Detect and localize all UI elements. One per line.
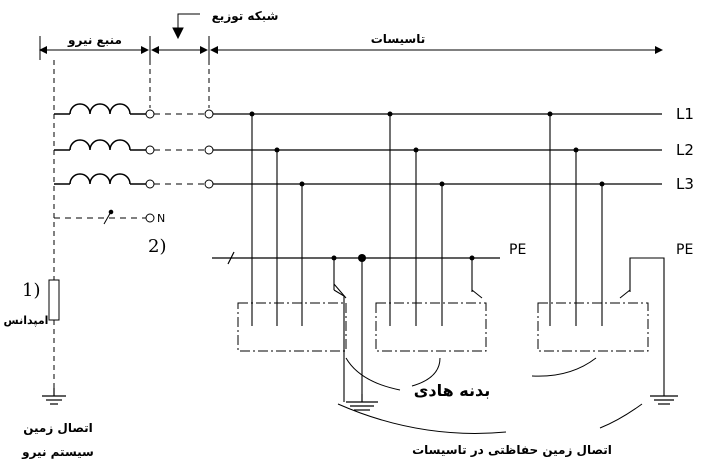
coil-l2 — [69, 139, 131, 151]
neutral-switch — [103, 209, 114, 225]
equipment-earth-icon-2 — [650, 395, 678, 405]
distribution-pointer — [177, 13, 200, 30]
system-earth-label-1: اتصال زمین — [23, 421, 93, 435]
dimension-bars — [39, 13, 663, 60]
note-1-marker: 1) — [22, 280, 40, 301]
enclosure-2 — [375, 302, 487, 352]
equipment-3-wiring — [549, 114, 665, 396]
source-windings — [54, 103, 146, 185]
installations-label: تاسیسات — [371, 32, 426, 46]
conductor-l1-label: L1 — [676, 105, 694, 123]
enclosure-3 — [537, 302, 649, 352]
note-2-marker: 2) — [148, 236, 166, 257]
junction-dots — [249, 111, 605, 261]
pe-conductor — [212, 251, 500, 265]
phase-busbars — [213, 113, 662, 185]
distribution-network-label: شبکه توزیع — [212, 9, 279, 24]
terminals — [145, 109, 214, 223]
conductive-body-label: بدنه هادی — [414, 381, 491, 400]
conductor-l3-label: L3 — [676, 175, 694, 193]
pe-drop-switches — [333, 283, 631, 299]
system-earth-label-2: سیستم نیرو — [21, 445, 94, 460]
coil-l1 — [69, 103, 131, 115]
leader-body-3 — [531, 357, 597, 377]
pe-label-right: PE — [676, 242, 693, 258]
distribution-pointer-head — [172, 27, 184, 40]
system-earth-icon — [42, 388, 66, 405]
impedance-element — [48, 279, 60, 321]
conductor-l2-label: L2 — [676, 141, 694, 159]
neutral-label: N — [157, 212, 165, 225]
protective-earth-label: اتصال زمین حفاظتی در تاسیسات — [412, 443, 612, 457]
pe-label-left: PE — [509, 242, 526, 258]
coil-l3 — [69, 173, 131, 185]
earth-symbols — [42, 388, 678, 411]
network-dashes — [54, 113, 205, 219]
equipment-1-wiring — [251, 114, 363, 402]
enclosure-1 — [237, 302, 347, 352]
leader-lines — [337, 357, 643, 434]
leader-earth-1 — [337, 403, 507, 434]
equipment-enclosures — [237, 302, 649, 352]
pe-slash — [227, 251, 235, 265]
boundary-dashes — [53, 60, 210, 388]
equipment-2-wiring — [389, 114, 473, 326]
leader-body-2 — [411, 357, 441, 387]
equipment-earth-icon-1 — [346, 401, 378, 411]
power-source-label: منبع نیرو — [67, 33, 122, 48]
leader-earth-2 — [599, 403, 643, 429]
impedance-label: امپدانس — [4, 314, 49, 327]
leader-body-1 — [345, 357, 401, 391]
